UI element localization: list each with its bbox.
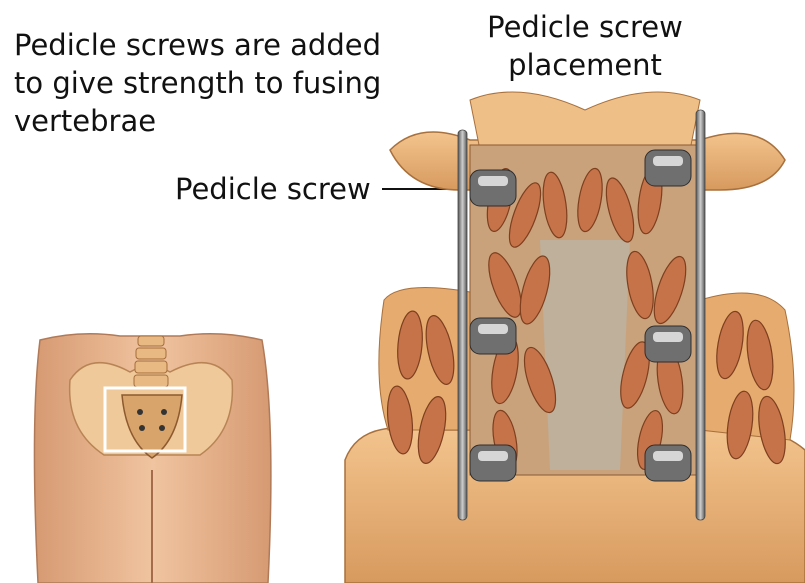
pedicle-screw-bottom-left — [470, 445, 516, 481]
spinous-process-top — [470, 92, 700, 150]
pedicle-screw-top-right — [645, 150, 691, 186]
pedicle-screw-mid-right — [645, 326, 691, 362]
left-rod — [458, 130, 467, 520]
ligament — [540, 240, 630, 470]
pedicle-screw-mid-left — [470, 318, 516, 354]
spine-illustration — [345, 92, 805, 583]
pedicle-screw-top-left — [470, 170, 516, 206]
pedicle-screw-bottom-right — [645, 445, 691, 481]
right-rod — [696, 110, 705, 520]
torso-inset — [34, 334, 270, 583]
inset-spine — [134, 336, 168, 387]
